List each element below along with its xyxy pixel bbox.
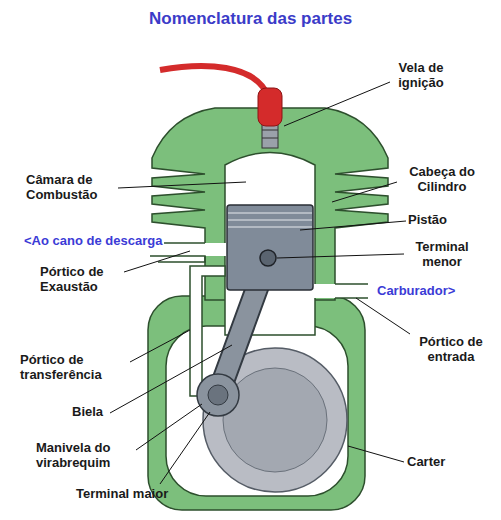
part-label: Carter <box>407 454 445 469</box>
wrist-pin <box>260 250 276 266</box>
piston <box>227 205 313 290</box>
diagram-title: Nomenclatura das partes <box>149 9 352 29</box>
part-label: Pórtico de Exaustão <box>40 264 124 294</box>
intake-port <box>314 284 368 298</box>
part-label: Biela <box>72 404 103 419</box>
direction-note: Carburador> <box>375 283 457 298</box>
plug-cap <box>258 88 282 126</box>
part-label: Vela de ignição <box>388 60 454 90</box>
crank-web <box>223 368 327 472</box>
part-label: Cabeça do Cilindro <box>398 164 486 194</box>
part-label: Terminal menor <box>404 239 480 269</box>
big-end <box>197 374 239 416</box>
direction-note: <Ao cano de descarga <box>22 233 164 248</box>
leader-lines <box>110 82 410 484</box>
part-label: Pórtico de transferência <box>20 352 130 382</box>
part-label: Câmara de Combustão <box>26 172 118 202</box>
crankcase <box>148 296 365 510</box>
part-label: Terminal maior <box>76 486 168 501</box>
part-label: Pistão <box>408 212 447 227</box>
part-label: Manivela do virabrequim <box>36 440 136 470</box>
part-label: Pórtico de entrada <box>408 334 494 364</box>
ignition-wire <box>160 66 268 96</box>
